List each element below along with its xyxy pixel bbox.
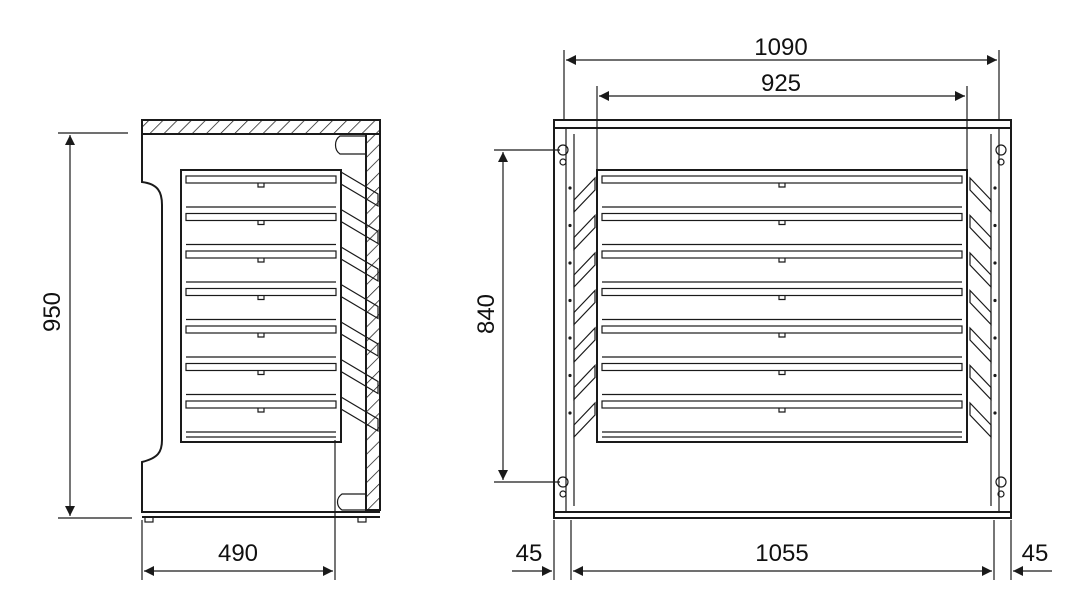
front-rack-right: [969, 251, 992, 289]
front-shelf: [601, 325, 963, 358]
side-door-hinges: [340, 170, 379, 433]
front-side-racks: [568, 176, 997, 439]
side-shelf: [185, 400, 337, 433]
rack-pin-right: [993, 298, 997, 303]
side-shelf: [185, 175, 337, 208]
front-rack-left: [573, 326, 596, 364]
front-rack-right: [969, 401, 992, 439]
side-shelf: [185, 325, 337, 358]
front-rack-left: [573, 289, 596, 326]
side-depth-label: 490: [218, 540, 258, 567]
rack-pin-left: [568, 186, 572, 190]
rack-pin-right: [993, 411, 997, 415]
front-rack-left: [573, 364, 596, 401]
rack-pin-left: [568, 298, 572, 303]
side-foot-right: [357, 516, 367, 523]
front-left-margin-label: 45: [516, 540, 543, 567]
front-rack-right: [969, 326, 992, 364]
front-rack-left: [573, 401, 596, 439]
rack-pin-left: [568, 261, 572, 265]
side-door-strip: [365, 133, 381, 511]
rack-pin-left: [568, 373, 572, 378]
side-height-dimension: 950: [39, 132, 132, 519]
side-view: [141, 119, 381, 523]
rack-pin-left: [568, 411, 572, 415]
front-outline: [553, 127, 1012, 519]
bracket-bottom-right: [995, 476, 1007, 498]
front-rack-right: [969, 289, 992, 326]
side-hinge: [340, 395, 379, 433]
side-bottom-mechanism: [336, 493, 366, 511]
front-view: [553, 119, 1012, 519]
front-height-label: 840: [473, 294, 500, 334]
front-shelf: [601, 175, 963, 208]
side-hinge: [340, 358, 379, 395]
front-height-dimension: 840: [473, 149, 560, 483]
front-bottom-dimensions: 45 1055 45: [512, 520, 1052, 580]
front-shelf: [601, 287, 963, 321]
side-height-label: 950: [39, 292, 66, 332]
side-hinge: [340, 320, 379, 358]
side-foot-left: [144, 516, 154, 523]
front-inner-width-label: 925: [761, 70, 801, 97]
front-rack-right: [969, 364, 992, 401]
side-shelf: [185, 362, 337, 396]
front-shelf: [601, 362, 963, 396]
side-depth-dimension: 490: [141, 440, 336, 580]
front-shelf: [601, 250, 963, 283]
front-top-panel: [553, 119, 1012, 129]
rack-pin-right: [993, 336, 997, 340]
front-rack-right: [969, 214, 992, 251]
front-cavity: [596, 169, 968, 443]
front-outer-width-dimension: 1090: [563, 34, 1000, 120]
side-hinge: [340, 245, 379, 283]
front-rack-right: [969, 176, 992, 214]
side-shelf: [185, 212, 337, 246]
rack-pin-left: [568, 336, 572, 340]
side-shelf: [185, 287, 337, 321]
rack-pin-left: [568, 223, 572, 228]
rack-pin-right: [993, 373, 997, 378]
rack-pin-right: [993, 261, 997, 265]
rack-pin-right: [993, 223, 997, 228]
side-cavity: [180, 169, 342, 443]
front-rack-left: [573, 214, 596, 251]
front-shelf: [601, 400, 963, 433]
front-rack-left: [573, 176, 596, 214]
side-body-outline: [141, 134, 366, 513]
front-shelf: [601, 212, 963, 246]
side-hinge: [340, 283, 379, 320]
side-hinge: [340, 208, 379, 245]
front-outer-width-label: 1090: [754, 34, 807, 61]
front-right-margin-label: 45: [1022, 540, 1049, 567]
side-top-mechanism: [334, 135, 366, 155]
front-rack-left: [573, 251, 596, 289]
front-shelves: [601, 175, 963, 438]
side-top-panel: [141, 119, 381, 135]
side-hinge: [340, 170, 379, 208]
side-shelf: [185, 250, 337, 283]
side-shelves: [185, 175, 337, 438]
front-center-width-label: 1055: [755, 540, 808, 567]
rack-pin-right: [993, 186, 997, 190]
bracket-top-right: [995, 144, 1007, 166]
front-inner-width-dimension: 925: [596, 70, 968, 170]
